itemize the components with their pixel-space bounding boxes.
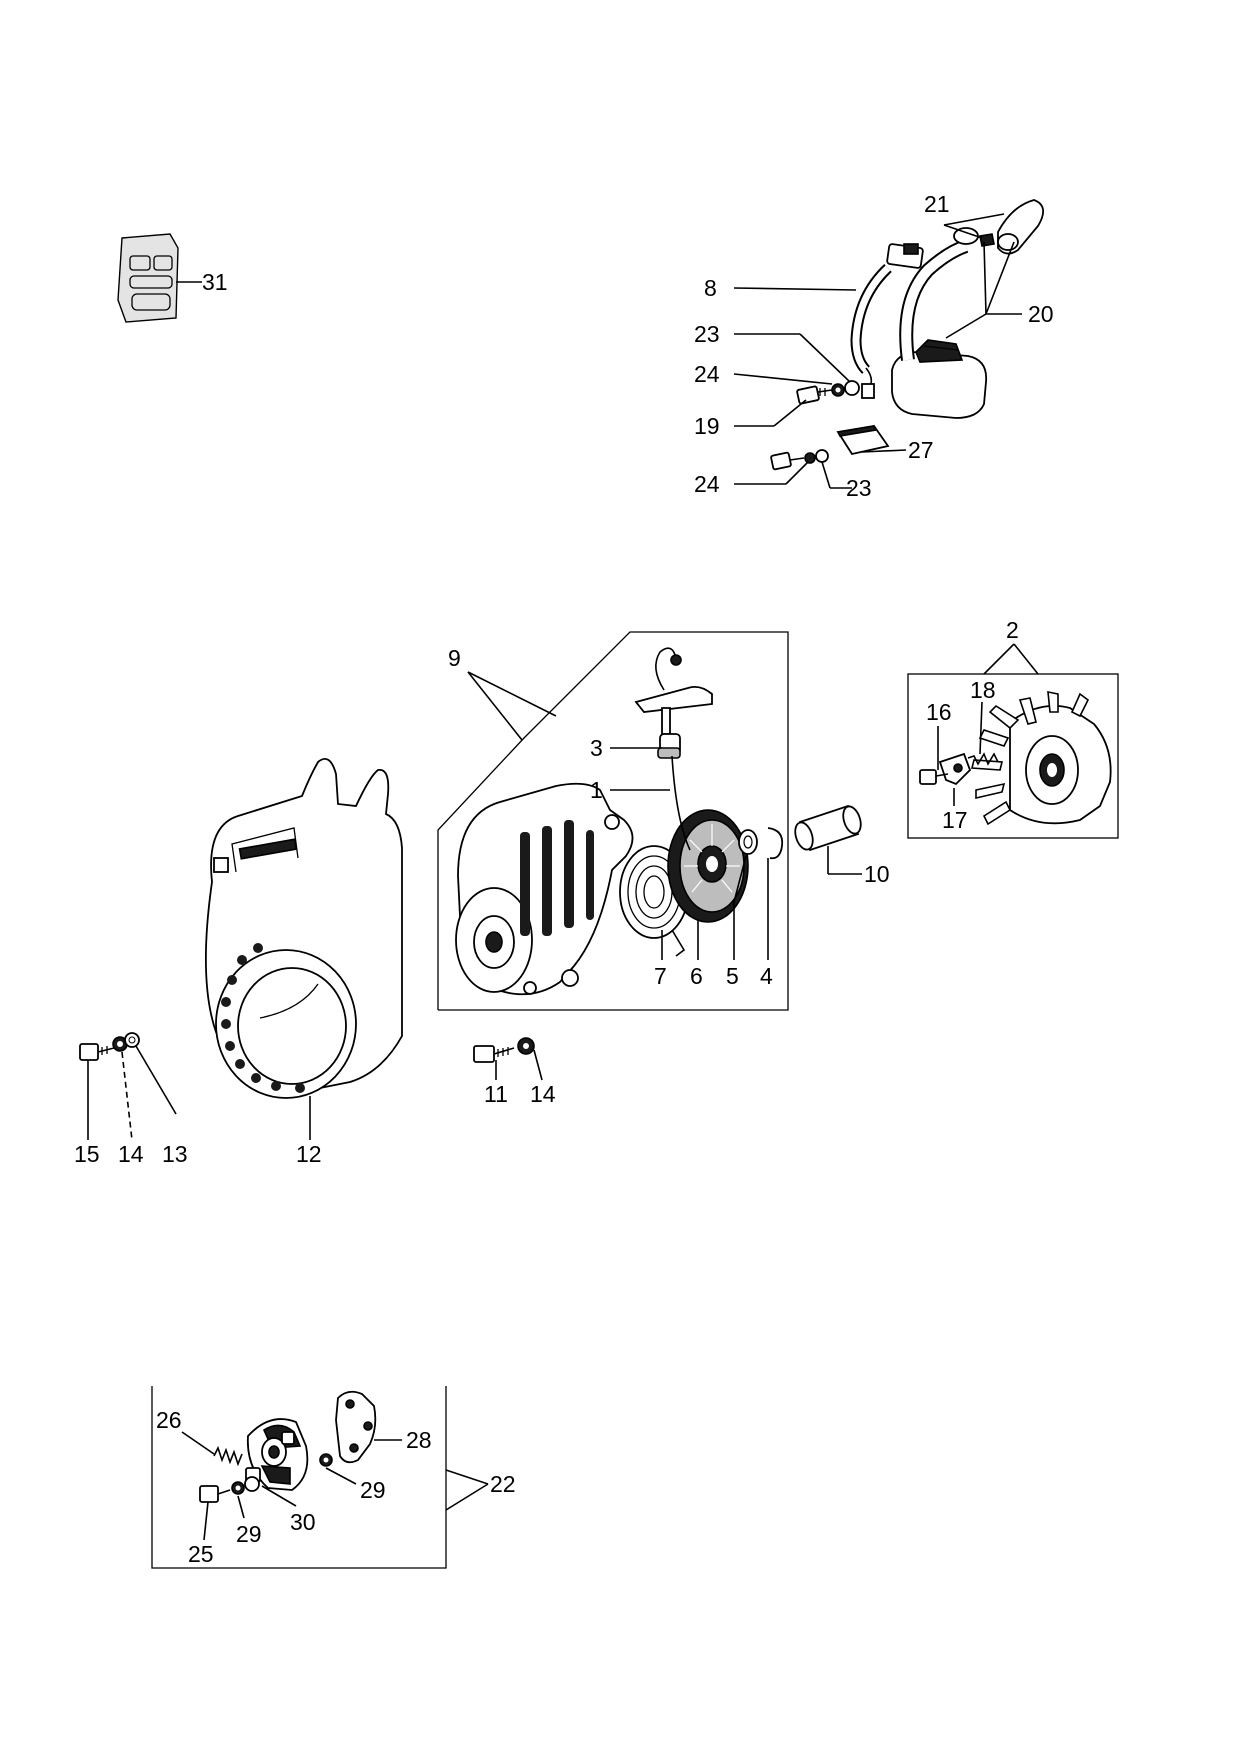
- part-25-bolt: [199, 1476, 260, 1503]
- callout-18: 18: [970, 677, 996, 703]
- part-23-washer: [844, 380, 860, 396]
- part-10-sleeve: [794, 804, 862, 852]
- flywheel: [970, 691, 1112, 826]
- callout-29-lower: 29: [236, 1521, 262, 1547]
- callout-14-middle: 14: [530, 1081, 556, 1107]
- part-18-spring: [967, 752, 999, 766]
- part-30-clutch: [245, 1418, 309, 1491]
- starter-housing: [455, 782, 634, 996]
- callout-21: 21: [924, 191, 950, 217]
- callout-30: 30: [290, 1509, 316, 1535]
- callout-1: 1: [590, 777, 603, 803]
- callout-31: 31: [202, 269, 228, 295]
- callout-5: 5: [726, 963, 739, 989]
- part-3-starter-handle: [634, 647, 713, 759]
- callout-25: 25: [188, 1541, 214, 1567]
- callout-24-bottom: 24: [694, 471, 720, 497]
- part-31-decal: [117, 233, 202, 323]
- ignition-group: [770, 199, 1044, 471]
- middle-fasteners: [473, 1037, 535, 1063]
- part-19-screw: [796, 385, 833, 405]
- callout-12: 12: [296, 1141, 322, 1167]
- callout-20: 20: [1028, 301, 1054, 327]
- callout-23-bottom: 23: [846, 475, 872, 501]
- part-4-circlip: [767, 827, 784, 860]
- callout-7: 7: [654, 963, 667, 989]
- part-22-clutch-group: [151, 1386, 489, 1569]
- callout-labels: 31 21 20 8 23 24 19 27 24 23 9 3 1 7 6 5…: [74, 191, 1054, 1567]
- callout-8: 8: [704, 275, 717, 301]
- callout-11: 11: [484, 1081, 508, 1107]
- callout-2: 2: [1006, 617, 1019, 643]
- callout-14-left: 14: [118, 1141, 144, 1167]
- callout-4: 4: [760, 963, 773, 989]
- part-28-plate: [335, 1390, 377, 1464]
- callout-26: 26: [156, 1407, 182, 1433]
- part-1-starter-rope: [671, 755, 691, 851]
- callout-17: 17: [942, 807, 968, 833]
- part-9-starter-group: [437, 631, 789, 1011]
- callout-6: 6: [690, 963, 703, 989]
- left-fasteners: [79, 1032, 140, 1061]
- callout-10: 10: [864, 861, 890, 887]
- callout-29-right: 29: [360, 1477, 386, 1503]
- part-21-plug-cap: [953, 199, 1044, 255]
- part-26-spring: [213, 1445, 243, 1467]
- callout-23-top: 23: [694, 321, 720, 347]
- callout-16: 16: [926, 699, 952, 725]
- part-20-ignition-coil: [891, 239, 988, 419]
- callout-19: 19: [694, 413, 720, 439]
- part-19-screw-lower: [770, 449, 829, 471]
- part-8-ground-wire: [850, 243, 924, 399]
- callout-27: 27: [908, 437, 934, 463]
- part-6-pulley: [667, 809, 749, 923]
- part-12-fan-housing: [204, 758, 403, 1099]
- part-2-flywheel-group: [907, 673, 1119, 839]
- callout-13: 13: [162, 1141, 188, 1167]
- callout-22: 22: [490, 1471, 516, 1497]
- callout-15: 15: [74, 1141, 100, 1167]
- leader-lines: [87, 213, 1039, 1541]
- callout-3: 3: [590, 735, 603, 761]
- callout-9: 9: [448, 645, 461, 671]
- callout-28: 28: [406, 1427, 432, 1453]
- part-17-pawl: [938, 752, 972, 786]
- callout-24-top: 24: [694, 361, 720, 387]
- part-16-screw: [919, 769, 949, 785]
